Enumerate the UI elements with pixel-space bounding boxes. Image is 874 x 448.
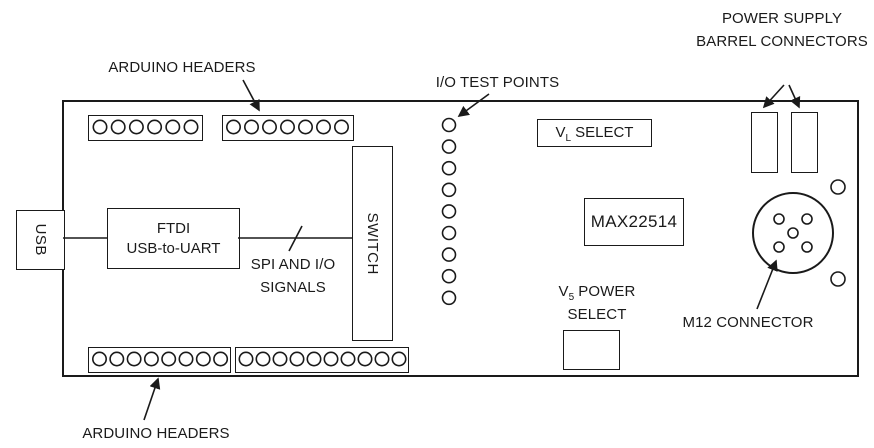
arduino-header-bottom-left	[88, 347, 231, 373]
usb-label: USB	[32, 223, 50, 257]
io-test-points-label: I/O TEST POINTS	[435, 74, 560, 91]
max22514-label: MAX22514	[590, 211, 678, 231]
vl-select-base: V	[555, 124, 566, 142]
barrel-connector-left	[751, 112, 778, 173]
usb-connector-block: USB	[16, 210, 65, 270]
arduino-headers-top-label: ARDUINO HEADERS	[108, 59, 256, 76]
spi-signals-line2: SIGNALS	[260, 278, 326, 296]
barrel-connector-right	[791, 112, 818, 173]
v5-power-select-jumper	[563, 330, 620, 370]
power-supply-label: POWER SUPPLY BARREL CONNECTORS	[690, 8, 874, 53]
v5-base: V	[558, 283, 569, 300]
switch-block: SWITCH	[352, 146, 393, 341]
v5-sub: 5	[568, 292, 575, 303]
m12-connector-label: M12 CONNECTOR	[682, 314, 814, 331]
arduino-header-top-left	[88, 115, 203, 141]
ftdi-block: FTDI USB-to-UART	[107, 208, 240, 269]
arduino-headers-bottom-label: ARDUINO HEADERS	[82, 425, 230, 442]
arduino-header-top-right	[222, 115, 354, 141]
v5-rest: POWER	[578, 283, 636, 300]
switch-label: SWITCH	[364, 212, 382, 275]
spi-signals-line1: SPI AND I/O	[250, 256, 336, 273]
power-supply-line1: POWER SUPPLY	[721, 10, 843, 27]
arduino-bottom-arrow	[143, 377, 161, 421]
ftdi-label-line1: FTDI	[156, 220, 191, 237]
max22514-block: MAX22514	[584, 198, 684, 246]
ftdi-label-line2: USB-to-UART	[126, 239, 221, 257]
power-supply-line2: BARREL CONNECTORS	[696, 32, 868, 50]
vl-select-rest: SELECT	[575, 124, 634, 142]
arduino-header-bottom-right	[235, 347, 409, 373]
v5-power-select-line2: SELECT	[567, 305, 627, 323]
vl-select-sub: L	[565, 133, 572, 145]
ftdi-label: FTDI USB-to-UART	[127, 219, 221, 258]
spi-signals-label: SPI AND I/O SIGNALS	[237, 254, 349, 299]
